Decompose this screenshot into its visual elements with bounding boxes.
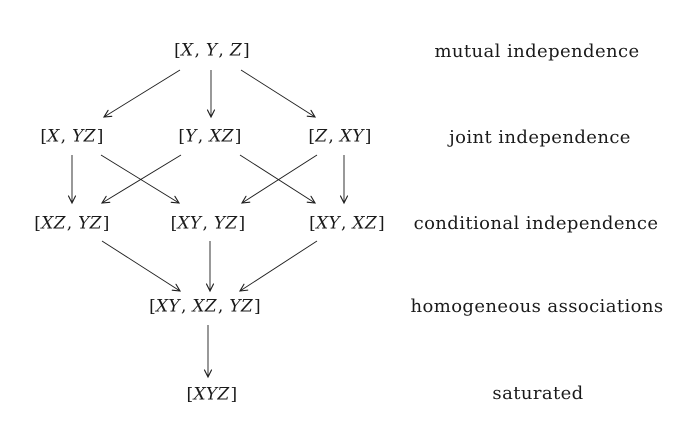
node-xy-xz: [XY, XZ] [309,213,385,234]
arrow [100,154,182,204]
arrow [101,240,182,292]
node-x-y-z: [X, Y, Z] [174,40,250,61]
arrow [240,154,318,204]
node-xz-yz: [XZ, YZ] [34,213,110,234]
arrow [100,154,181,204]
node-xy-xz-yz: [XY, XZ, YZ] [149,296,261,317]
row-label-joint-independence: joint independence [449,127,631,149]
node-xyz: [XYZ] [186,384,238,405]
row-label-homogeneous-associations: homogeneous associations [410,296,664,318]
arrow [238,240,318,292]
arrow [240,69,317,118]
node-x-yz: [X, YZ] [40,126,104,147]
row-label-mutual-independence: mutual independence [434,41,640,63]
node-xy-yz: [XY, YZ] [170,213,246,234]
row-label-saturated: saturated [492,383,584,405]
node-z-xy: [Z, XY] [308,126,372,147]
arrow [102,69,181,118]
arrow [239,154,317,204]
node-y-xz: [Y, XZ] [178,126,242,147]
row-label-conditional-independence: conditional independence [413,213,659,235]
